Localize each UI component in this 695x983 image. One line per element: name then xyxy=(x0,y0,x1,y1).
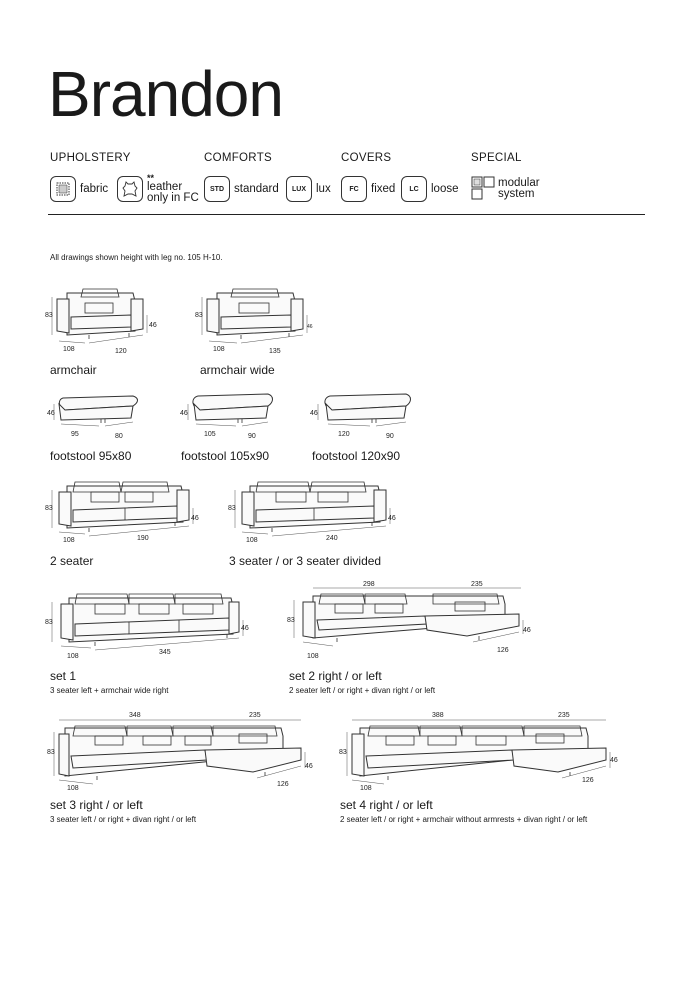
set4-width-left: 388 xyxy=(432,712,444,719)
armchair-wide-seat-height: 46 xyxy=(307,324,313,330)
armchair-drawing: 83 46 108 120 xyxy=(45,288,157,355)
set2-drawing: 298 235 83 46 108 126 xyxy=(287,581,531,660)
header-divider xyxy=(48,214,645,215)
set2-depth: 108 xyxy=(307,653,319,660)
armchair-height: 83 xyxy=(45,312,53,319)
footstool-120-label: footstool 120x90 xyxy=(312,449,401,463)
set1-depth: 108 xyxy=(67,653,79,660)
footstool-105-b: 90 xyxy=(248,433,256,440)
seater2-depth: 108 xyxy=(63,537,75,544)
set1-label: set 1 xyxy=(50,669,77,683)
footstool-95-a: 95 xyxy=(71,431,79,438)
leather-hide-icon xyxy=(117,176,143,202)
footstool-105-height: 46 xyxy=(180,410,188,417)
set2-height: 83 xyxy=(287,617,295,624)
set3-seat-height: 46 xyxy=(305,763,313,770)
legend-fixed: FC fixed xyxy=(341,174,395,204)
category-upholstery: UPHOLSTERY xyxy=(50,152,131,164)
footstool-105-label: footstool 105x90 xyxy=(181,449,270,463)
seater3-label: 3 seater / or 3 seater divided xyxy=(229,554,382,568)
fabric-icon xyxy=(50,176,76,202)
legend-fabric: fabric xyxy=(50,174,108,204)
footstool-95-drawing: 46 95 80 xyxy=(47,395,138,440)
legend-leather: ** leather only in FC xyxy=(117,173,199,204)
footstool-95-height: 46 xyxy=(47,410,55,417)
set3-description: 3 seater left / or right + divan right /… xyxy=(50,815,197,824)
legend-loose: LC loose xyxy=(401,174,459,204)
set3-depth: 108 xyxy=(67,785,79,792)
armchair-seat-height: 46 xyxy=(149,322,157,329)
legend-lux: LUX lux xyxy=(286,174,331,204)
set1-drawing: 83 46 108 345 xyxy=(45,593,249,660)
set1-width: 345 xyxy=(159,649,171,656)
armchair-width: 120 xyxy=(115,348,127,355)
set2-description: 2 seater left / or right + divan right /… xyxy=(289,686,436,695)
footstool-120-height: 46 xyxy=(310,410,318,417)
legend-modular: modular system xyxy=(471,174,540,204)
set4-width-right: 235 xyxy=(558,712,570,719)
set2-label: set 2 right / or left xyxy=(289,669,382,683)
armchair-wide-drawing: 83 46 108 135 xyxy=(195,288,313,355)
seater3-seat-height: 46 xyxy=(388,515,396,522)
footstool-95-b: 80 xyxy=(115,433,123,440)
footstool-105-drawing: 46 105 90 xyxy=(180,393,273,440)
set3-width-right: 235 xyxy=(249,712,261,719)
page-title: Brandon xyxy=(48,58,284,130)
seater3-height: 83 xyxy=(228,505,236,512)
set1-seat-height: 46 xyxy=(241,625,249,632)
seater2-seat-height: 46 xyxy=(191,515,199,522)
set4-drawing: 388 235 83 46 108 126 xyxy=(339,712,618,792)
lc-code-badge: LC xyxy=(401,176,427,202)
set4-description: 2 seater left / or right + armchair with… xyxy=(340,815,588,824)
drawing-note: All drawings shown height with leg no. 1… xyxy=(50,253,223,262)
armchair-wide-width: 135 xyxy=(269,348,281,355)
seater2-width: 190 xyxy=(137,535,149,542)
footstool-105-a: 105 xyxy=(204,431,216,438)
armchair-wide-depth: 108 xyxy=(213,346,225,353)
seater2-label: 2 seater xyxy=(50,554,94,568)
set4-seat-height: 46 xyxy=(610,757,618,764)
set3-width-left: 348 xyxy=(129,712,141,719)
legend-standard: STD standard xyxy=(204,174,279,204)
armchair-label: armchair xyxy=(50,363,97,377)
category-comforts: COMFORTS xyxy=(204,152,272,164)
set3-label: set 3 right / or left xyxy=(50,798,143,812)
set1-height: 83 xyxy=(45,619,53,626)
footstool-120-a: 120 xyxy=(338,431,350,438)
set4-height: 83 xyxy=(339,749,347,756)
set3-height: 83 xyxy=(47,749,55,756)
seater3-width: 240 xyxy=(326,535,338,542)
seater3-drawing: 83 46 108 240 xyxy=(228,481,396,544)
set3-divan-depth: 126 xyxy=(277,781,289,788)
seater3-depth: 108 xyxy=(246,537,258,544)
armchair-depth: 108 xyxy=(63,346,75,353)
lux-code-badge: LUX xyxy=(286,176,312,202)
set4-depth: 108 xyxy=(360,785,372,792)
armchair-wide-height: 83 xyxy=(195,312,203,319)
fc-code-badge: FC xyxy=(341,176,367,202)
set4-divan-depth: 126 xyxy=(582,777,594,784)
set4-label: set 4 right / or left xyxy=(340,798,433,812)
armchair-wide-label: armchair wide xyxy=(200,363,275,377)
set3-drawing: 348 235 83 46 108 126 xyxy=(47,712,313,792)
footstool-120-b: 90 xyxy=(386,433,394,440)
footstool-120-drawing: 46 120 90 xyxy=(310,393,411,440)
category-covers: COVERS xyxy=(341,152,392,164)
set1-description: 3 seater left + armchair wide right xyxy=(50,686,169,695)
set2-width-left: 298 xyxy=(363,581,375,588)
set2-seat-height: 46 xyxy=(523,627,531,634)
footstool-95-label: footstool 95x80 xyxy=(50,449,132,463)
category-special: SPECIAL xyxy=(471,152,522,164)
seater2-height: 83 xyxy=(45,505,53,512)
set2-divan-depth: 126 xyxy=(497,647,509,654)
set2-width-right: 235 xyxy=(471,581,483,588)
std-code-badge: STD xyxy=(204,176,230,202)
seater2-drawing: 83 46 108 190 xyxy=(45,481,199,544)
modular-system-icon xyxy=(471,176,495,203)
